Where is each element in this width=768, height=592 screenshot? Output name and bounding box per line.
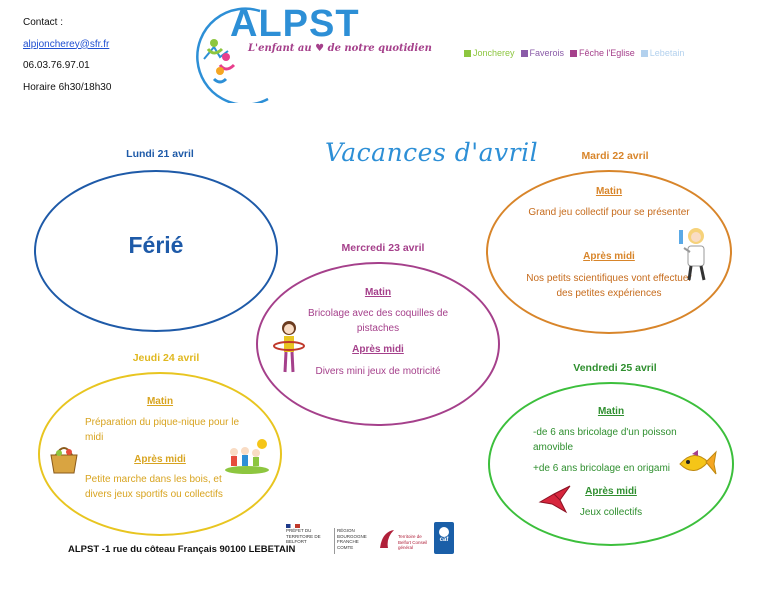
tuesday-title: Mardi 22 avril bbox=[581, 150, 649, 162]
friday-morning-text-2: +de 6 ans bricolage en origami bbox=[533, 463, 671, 474]
contact-phone: 06.03.76.97.01 bbox=[23, 60, 90, 71]
wednesday-morning-text: Bricolage avec des coquilles de pistache… bbox=[307, 308, 449, 334]
thursday-morning-label: Matin bbox=[146, 396, 174, 407]
origami-bird-icon bbox=[538, 485, 571, 514]
alpst-logo: ALPST L'enfant au ♥ de notre quotidien bbox=[190, 3, 432, 106]
thursday-afternoon-text: Petite marche dans les bois, et divers j… bbox=[85, 474, 223, 500]
friday-ellipse bbox=[488, 382, 734, 546]
wednesday-morning-label: Matin bbox=[364, 287, 392, 298]
legend-label: Lebetain bbox=[649, 48, 685, 58]
friday-morning-text-1: -de 6 ans bricolage d'un poisson amovibl… bbox=[533, 427, 677, 453]
logo-name: ALPST bbox=[230, 3, 360, 45]
friday-afternoon-text: Jeux collectifs bbox=[579, 507, 643, 518]
thursday-ellipse bbox=[38, 372, 282, 536]
contact-hours: Horaire 6h30/18h30 bbox=[23, 81, 112, 93]
footer-address: ALPST -1 rue du côteau Français 90100 LE… bbox=[68, 544, 296, 555]
heart-icon: ♥ bbox=[315, 43, 325, 54]
legend-swatch bbox=[640, 49, 648, 57]
logo-tagline-part1: L'enfant au bbox=[248, 43, 312, 54]
children-playing-icon bbox=[225, 439, 269, 474]
legend-label: Fêche l'Eglise bbox=[579, 48, 635, 58]
wednesday-ellipse bbox=[256, 262, 500, 426]
wednesday-title: Mercredi 23 avril bbox=[341, 242, 425, 254]
picnic-basket-icon bbox=[50, 447, 78, 474]
departement-emblem-icon bbox=[380, 530, 394, 548]
friday-morning-label: Matin bbox=[597, 406, 625, 417]
scientist-girl-icon bbox=[679, 228, 706, 281]
fish-icon bbox=[679, 450, 717, 475]
contact-heading: Contact : bbox=[23, 17, 64, 28]
legend-swatch bbox=[464, 49, 471, 57]
tuesday-afternoon-text: Nos petits scientifiques vont effectuer … bbox=[526, 273, 692, 299]
legend-label: Joncherey bbox=[473, 48, 515, 58]
prefet-logo: PRÉFET DU TERRITOIRE DE BELFORT bbox=[286, 524, 326, 554]
caf-logo-text: caf bbox=[439, 537, 449, 543]
logo-tagline: L'enfant au ♥ de notre quotidien bbox=[248, 43, 432, 54]
tuesday-afternoon-label: Après midi bbox=[583, 251, 635, 262]
friday-afternoon-label: Après midi bbox=[585, 486, 637, 497]
legend-label: Faverois bbox=[529, 48, 565, 58]
region-logo-text: RÉGION BOURGOGNE FRANCHE COMTE bbox=[337, 528, 367, 550]
region-logo: RÉGION BOURGOGNE FRANCHE COMTE bbox=[334, 528, 371, 554]
contact-email-link[interactable]: alpjoncherey@sfr.fr bbox=[23, 38, 110, 50]
page-title: Vacances d'avril bbox=[325, 138, 539, 167]
wednesday-afternoon-text: Divers mini jeux de motricité bbox=[315, 366, 441, 377]
legend-item-lebetain: Lebetain bbox=[640, 48, 685, 58]
tuesday-morning-label: Matin bbox=[595, 186, 623, 197]
legend-item-joncherey: Joncherey bbox=[464, 48, 515, 58]
monday-title: Lundi 21 avril bbox=[126, 148, 194, 160]
thursday-afternoon-label: Après midi bbox=[134, 454, 186, 465]
monday-content: Férié bbox=[128, 232, 184, 258]
hula-hoop-girl-icon bbox=[273, 321, 305, 373]
departement-logo: Territoire de Belfort Conseil général bbox=[378, 528, 432, 552]
caf-logo: caf bbox=[434, 522, 454, 554]
monday-ellipse bbox=[34, 170, 278, 332]
logo-tagline-part2: de notre quotidien bbox=[327, 43, 432, 54]
caf-emblem-icon bbox=[439, 527, 449, 537]
legend-swatch bbox=[570, 49, 578, 57]
thursday-title: Jeudi 24 avril bbox=[132, 352, 200, 364]
tuesday-morning-text: Grand jeu collectif pour se présenter bbox=[528, 207, 690, 218]
thursday-morning-text: Préparation du pique-nique pour le midi bbox=[85, 417, 239, 443]
site-legend: Joncherey Faverois Fêche l'Eglise Lebeta… bbox=[464, 48, 684, 58]
prefet-logo-text: PRÉFET DU TERRITOIRE DE BELFORT bbox=[286, 528, 321, 544]
contact-block: Contact : alpjoncherey@sfr.fr 06.03.76.9… bbox=[23, 12, 111, 98]
friday-title: Vendredi 25 avril bbox=[573, 362, 657, 374]
tuesday-ellipse bbox=[486, 170, 732, 334]
legend-item-faverois: Faverois bbox=[520, 48, 565, 58]
french-flag-icon bbox=[286, 524, 300, 528]
departement-logo-text: Territoire de Belfort Conseil général bbox=[398, 534, 428, 550]
legend-item-feche-leglise: Fêche l'Eglise bbox=[570, 48, 635, 58]
legend-swatch bbox=[520, 49, 528, 57]
wednesday-afternoon-label: Après midi bbox=[352, 344, 404, 355]
